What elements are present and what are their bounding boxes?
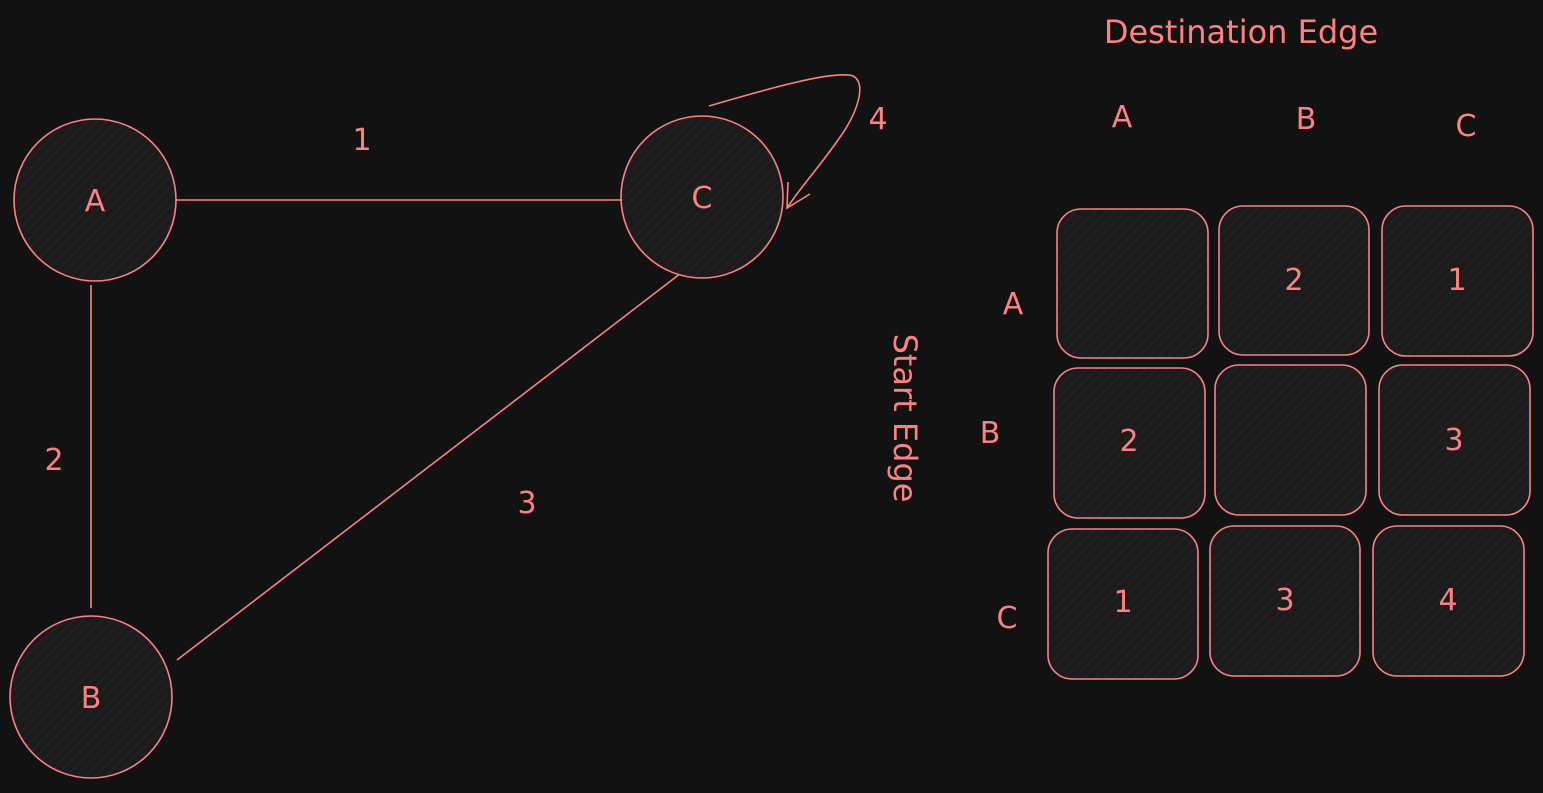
matrix-cell-b-c-value: 3 (1444, 423, 1463, 458)
node-c-circle (620, 115, 784, 279)
destination-edge-title: Destination Edge (1104, 13, 1378, 51)
row-header-a: A (1003, 287, 1024, 322)
matrix-cell-c-c-value: 4 (1438, 583, 1457, 618)
matrix-cell-b-b (1214, 364, 1367, 516)
matrix-cell-c-a-value: 1 (1113, 585, 1132, 620)
matrix-cell-b-c-box (1378, 364, 1531, 516)
start-edge-title: Start Edge (886, 334, 924, 503)
edge-c-self-loop (708, 74, 861, 209)
matrix-cell-a-b-box (1218, 205, 1370, 356)
matrix-cell-c-c-box (1372, 525, 1525, 677)
self-loop-arrowhead (786, 181, 811, 210)
edge-b-c (176, 269, 686, 661)
edge-a-c-weight: 1 (352, 123, 371, 158)
matrix-cell-b-a-value: 2 (1119, 424, 1138, 459)
matrix-cell-a-b-value: 2 (1284, 263, 1303, 298)
matrix-cell-a-c-value: 1 (1447, 263, 1466, 298)
node-c-label: C (692, 181, 713, 216)
matrix-cell-a-b: 2 (1218, 205, 1370, 356)
matrix-cell-a-a-box (1056, 208, 1209, 359)
matrix-cell-c-c: 4 (1372, 525, 1525, 677)
matrix-cell-c-b-box (1209, 525, 1361, 677)
matrix-cell-c-a-box (1047, 528, 1199, 680)
col-header-c: C (1456, 109, 1477, 144)
node-a-circle (13, 118, 177, 282)
matrix-cell-c-a: 1 (1047, 528, 1199, 680)
matrix-cell-c-b-value: 3 (1275, 583, 1294, 618)
node-a-label: A (85, 184, 106, 219)
col-header-b: B (1296, 102, 1317, 137)
edge-a-b-weight: 2 (44, 443, 63, 478)
matrix-cell-b-c: 3 (1378, 364, 1531, 516)
matrix-cell-a-c: 1 (1381, 205, 1534, 357)
matrix-cell-c-b: 3 (1209, 525, 1361, 677)
node-c: C (620, 115, 784, 279)
row-header-c: C (997, 601, 1018, 636)
row-header-b: B (980, 416, 1001, 451)
edge-c-c-weight: 4 (868, 102, 887, 137)
matrix-cell-a-a (1056, 208, 1209, 359)
node-b-label: B (81, 681, 102, 716)
matrix-cell-b-a: 2 (1053, 367, 1206, 519)
matrix-cell-b-a-box (1053, 367, 1206, 519)
node-a: A (13, 118, 177, 282)
node-b-circle (9, 615, 173, 779)
edge-b-c-weight: 3 (517, 486, 536, 521)
matrix-cell-b-b-box (1214, 364, 1367, 516)
col-header-a: A (1112, 100, 1133, 135)
matrix-cell-a-c-box (1381, 205, 1534, 357)
node-b: B (9, 615, 173, 779)
